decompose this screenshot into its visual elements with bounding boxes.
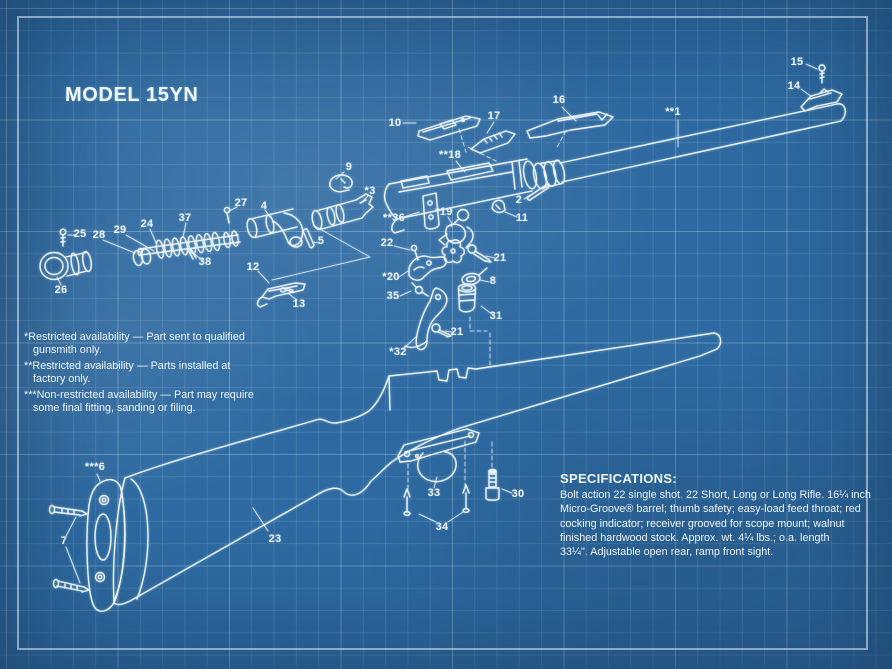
- part-label-5-21: 5: [317, 235, 325, 247]
- safety-drawing: [438, 208, 474, 264]
- part-label-10-5: 10: [388, 117, 402, 129]
- specifications: SPECIFICATIONS: Bolt action 22 single sh…: [560, 471, 892, 559]
- extractor-drawing: [329, 174, 353, 193]
- lock-washer-drawing: [461, 267, 488, 286]
- part-label-4-10: 4: [260, 200, 268, 212]
- part-label-11-14: 11: [515, 212, 529, 224]
- trigger-pin-drawing: [411, 282, 429, 297]
- part-label-16-3: 16: [552, 94, 566, 106]
- ejector-pin-drawing: [526, 184, 550, 201]
- knob-screw-drawing: [59, 228, 67, 247]
- part-label-33-36: 33: [427, 487, 441, 499]
- part-label-15-0: 15: [790, 56, 804, 68]
- specifications-line: finished hardwood stock. Approx. wt. 4¼ …: [560, 531, 830, 544]
- buttplate-screws-drawing: [48, 504, 90, 593]
- washer-pair-drawing: [132, 248, 152, 267]
- part-label-21-31: 21: [450, 326, 464, 338]
- specifications-line: Bolt action 22 single shot. 22 Short, Lo…: [560, 489, 871, 501]
- specifications-line: cocking indicator; receiver grooved for …: [560, 517, 845, 530]
- scope-mount-drawing: [417, 115, 481, 141]
- part-label-30-37: 30: [511, 488, 525, 500]
- part-label-23-35: 23: [268, 533, 282, 545]
- part-label-25-15: 25: [73, 228, 87, 240]
- plunger-drawing: [457, 283, 477, 313]
- part-label-20-26: *20: [382, 271, 400, 283]
- part-label-18-6: **18: [439, 149, 461, 161]
- specifications-heading: SPECIFICATIONS:: [560, 471, 677, 486]
- bolt-handle-drawing: [246, 208, 304, 248]
- part-label-28-16: 28: [92, 229, 106, 241]
- part-label-22-20: 22: [380, 237, 394, 249]
- part-label-31-30: 31: [489, 310, 503, 322]
- part-label-24-12: 24: [140, 218, 154, 230]
- takedown-screw-drawing: [485, 468, 500, 501]
- page-title: MODEL 15YN: [65, 84, 199, 106]
- part-label-19-19: *19: [435, 206, 453, 218]
- bolt-front-drawing: [311, 193, 374, 231]
- sear-drawing: [404, 287, 448, 351]
- assembly-dashed-lines: [407, 128, 567, 490]
- part-label-6-33: ***6: [84, 461, 106, 473]
- availability-footnotes: *Restricted availability — Part sent to …: [24, 331, 254, 418]
- trigger-screw-drawing: [410, 244, 419, 261]
- bolt-pin-drawing: [302, 228, 315, 249]
- part-label-3-8: *3: [364, 185, 376, 197]
- bolt-knob-drawing: [39, 250, 93, 281]
- part-label-32-32: *32: [389, 346, 407, 358]
- trigger-drawing: [408, 255, 448, 281]
- part-label-29-17: 29: [113, 224, 127, 236]
- part-label-37-11: 37: [178, 212, 192, 224]
- part-label-26-23: 26: [54, 284, 68, 296]
- feed-ramp-drawing: [491, 199, 506, 214]
- trigger-housing-plate-drawing: [422, 192, 440, 230]
- receiver-drawing: [383, 158, 538, 234]
- part-label-27-9: 27: [234, 197, 248, 209]
- footnote-restricted-gunsmith: *Restricted availability — Part sent to …: [24, 331, 245, 356]
- rear-sight-drawing: [526, 111, 614, 139]
- trigger-guard-drawing: [397, 428, 480, 483]
- bolt-screw-drawing: [223, 206, 231, 224]
- specifications-line: Micro-Groove® barrel; thumb safety; easy…: [560, 503, 861, 516]
- part-label-17-4: 17: [487, 110, 501, 122]
- lever-screw-drawing: [279, 287, 295, 293]
- guard-wood-screws-drawing: [403, 484, 470, 517]
- part-label-34-38: 34: [435, 521, 449, 533]
- sear-screw-drawing: [431, 323, 452, 338]
- barrel-drawing: [532, 103, 847, 190]
- part-label-36-18: **36: [383, 212, 405, 224]
- part-label-38-24: 38: [198, 256, 212, 268]
- specifications-line: 33¼". Adjustable open rear, ramp front s…: [560, 546, 774, 558]
- part-label-21-22: 21: [493, 252, 507, 264]
- part-label-9-7: 9: [345, 161, 353, 173]
- safety-screw-drawing: [467, 244, 492, 263]
- sight-elevator-drawing: [470, 130, 516, 154]
- part-label-13-28: 13: [292, 298, 306, 310]
- footnote-non-restricted: ***Non-restricted availability — Part ma…: [24, 388, 254, 414]
- part-label-7-34: 7: [60, 535, 68, 547]
- front-sight-drawing: [800, 88, 843, 112]
- part-label-2-13: 2: [515, 194, 523, 206]
- part-label-8-27: 8: [489, 275, 497, 287]
- part-label-14-1: 14: [787, 80, 801, 92]
- part-label-35-29: 35: [386, 290, 400, 302]
- buttplate-drawing: [86, 478, 126, 612]
- part-label-1-2: **1: [665, 106, 681, 118]
- stock-drawing: [112, 332, 722, 606]
- front-sight-screw-drawing: [818, 64, 826, 84]
- part-label-12-25: 12: [246, 261, 260, 273]
- mainspring-drawing: [155, 231, 221, 259]
- footnote-restricted-factory: **Restricted availability — Parts instal…: [24, 359, 231, 385]
